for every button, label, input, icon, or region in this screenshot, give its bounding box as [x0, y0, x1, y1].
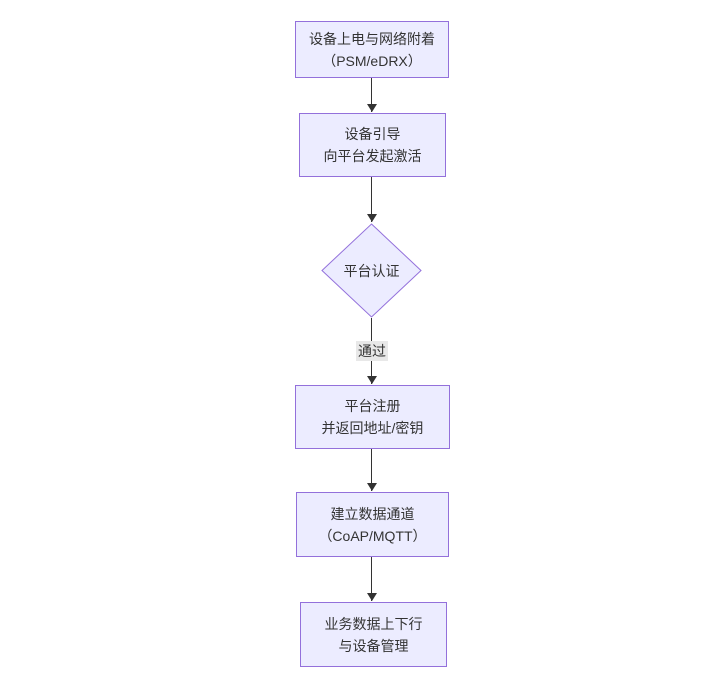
node-text-line: 平台注册 — [344, 398, 401, 414]
flow-arrow-5 — [366, 557, 377, 601]
edge-label-pass: 通过 — [356, 341, 388, 361]
node-device-bootstrap: 设备引导 向平台发起激活 — [299, 113, 446, 177]
arrowhead-icon — [366, 593, 377, 601]
flow-arrow-1 — [366, 78, 377, 112]
node-text-line: 平台认证 — [343, 262, 400, 279]
node-device-power-attach: 设备上电与网络附着 （PSM/eDRX） — [295, 21, 449, 78]
node-text-line: 设备上电与网络附着 — [309, 30, 435, 47]
node-platform-register: 平台注册 并返回地址/密钥 — [295, 385, 450, 449]
node-text-line: 并返回地址/密钥 — [321, 420, 424, 436]
node-text-line: 设备引导 — [344, 126, 401, 142]
arrowhead-icon — [366, 483, 377, 491]
arrowhead-icon — [366, 214, 377, 222]
node-text-line: （PSM/eDRX） — [322, 52, 422, 69]
node-business-data-mgmt: 业务数据上下行 与设备管理 — [300, 602, 447, 667]
node-text-line: （CoAP/MQTT） — [318, 527, 427, 544]
node-text-line: 业务数据上下行 — [324, 615, 423, 632]
node-data-channel: 建立数据通道 （CoAP/MQTT） — [296, 492, 449, 557]
diamond-shape — [321, 223, 422, 318]
arrowhead-icon — [366, 104, 377, 112]
flow-arrow-4 — [366, 449, 377, 491]
arrowhead-icon — [366, 376, 377, 384]
node-text-line: 与设备管理 — [338, 637, 409, 654]
node-platform-auth-decision: 平台认证 — [321, 223, 422, 318]
flow-arrow-2 — [366, 177, 377, 222]
node-text-line: 建立数据通道 — [330, 505, 415, 522]
node-text-line: 向平台发起激活 — [323, 148, 422, 164]
